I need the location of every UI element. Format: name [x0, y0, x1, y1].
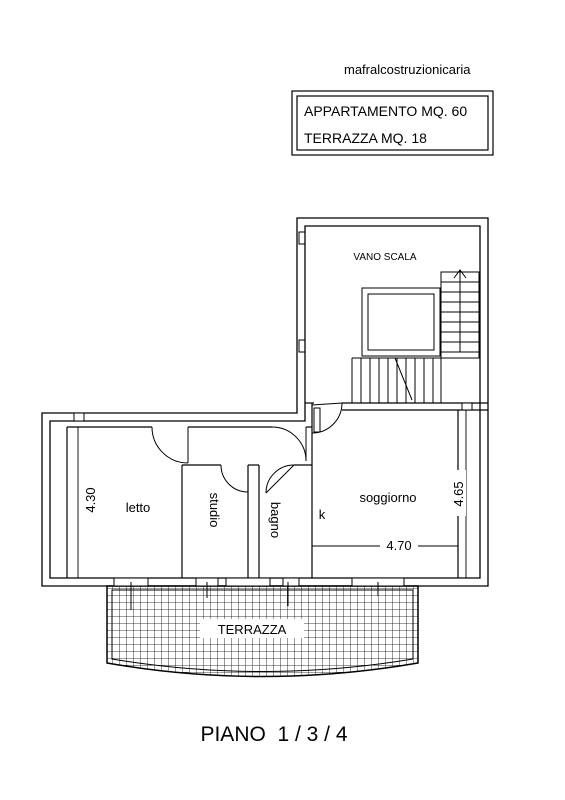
room-stair-label: VANO SCALA: [353, 252, 416, 263]
room-study-label: studio: [207, 493, 222, 528]
info-box: APPARTAMENTO MQ. 60 TERRAZZA MQ. 18: [291, 90, 494, 156]
room-bathroom-label: bagno: [268, 502, 283, 538]
info-terrace-area: TERRAZZA MQ. 18: [304, 130, 427, 146]
dimension-left-height: 4.30: [83, 487, 98, 512]
room-living-label: soggiorno: [359, 490, 416, 505]
doors: [151, 402, 343, 494]
room-bedroom-label: letto: [126, 500, 151, 515]
room-kitchen-label: k: [319, 507, 326, 522]
windows: [73, 402, 473, 610]
info-apartment-area: APPARTAMENTO MQ. 60: [304, 103, 467, 119]
dimension-living-width: 4.70: [386, 538, 411, 553]
stair: [298, 231, 480, 403]
terrace-label: TERRAZZA: [218, 622, 287, 637]
floor-label: PIANO 1 / 3 / 4: [200, 723, 347, 746]
dimension-right-height: 4.65: [451, 481, 466, 506]
terrace: TERRAZZA: [106, 585, 419, 678]
brand-label: mafralcostruzionicaria: [344, 62, 471, 77]
exterior-walls: [41, 217, 489, 587]
